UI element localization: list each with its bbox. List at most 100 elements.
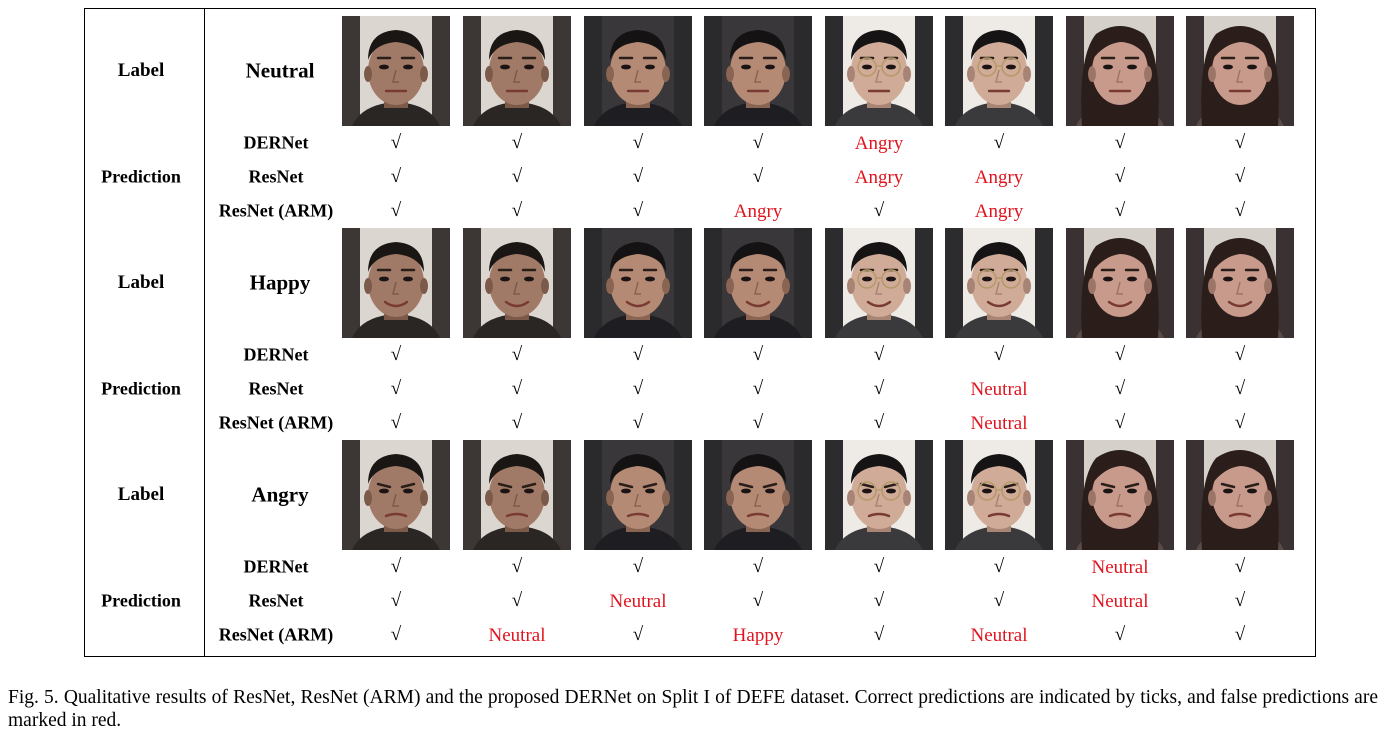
correct-tick: √ [511, 132, 523, 153]
correct-tick: √ [390, 590, 402, 611]
correct-tick: √ [752, 412, 764, 433]
face-image [945, 440, 1053, 550]
correct-tick: √ [1114, 166, 1126, 187]
correct-tick: √ [1114, 412, 1126, 433]
wrong-prediction: Angry [854, 167, 904, 188]
correct-tick: √ [1234, 590, 1246, 611]
correct-tick: √ [390, 624, 402, 645]
face-image [1186, 16, 1294, 126]
correct-tick: √ [1234, 412, 1246, 433]
face-image [945, 16, 1053, 126]
correct-tick: √ [752, 166, 764, 187]
correct-tick: √ [390, 166, 402, 187]
emotion-label: Neutral [245, 58, 315, 83]
correct-tick: √ [1234, 624, 1246, 645]
face-image [945, 228, 1053, 338]
correct-tick: √ [873, 590, 885, 611]
face-image [825, 228, 933, 338]
figure-caption: Fig. 5. Qualitative results of ResNet, R… [8, 687, 1378, 731]
correct-tick: √ [993, 590, 1005, 611]
correct-tick: √ [390, 378, 402, 399]
correct-tick: √ [873, 200, 885, 221]
model-name: DERNet [243, 132, 309, 153]
correct-tick: √ [752, 590, 764, 611]
correct-tick: √ [390, 344, 402, 365]
prediction-heading: Prediction [101, 590, 181, 611]
correct-tick: √ [1114, 200, 1126, 221]
model-name: ResNet (ARM) [218, 412, 334, 433]
wrong-prediction: Neutral [488, 625, 546, 646]
face-image [1066, 440, 1174, 550]
model-name: DERNet [243, 344, 309, 365]
emotion-label: Happy [249, 270, 311, 295]
correct-tick: √ [873, 378, 885, 399]
correct-tick: √ [752, 344, 764, 365]
correct-tick: √ [632, 132, 644, 153]
wrong-prediction: Happy [732, 625, 784, 646]
correct-tick: √ [511, 412, 523, 433]
face-image [584, 228, 692, 338]
correct-tick: √ [1114, 624, 1126, 645]
correct-tick: √ [1234, 378, 1246, 399]
label-heading: Label [117, 484, 165, 505]
correct-tick: √ [1234, 556, 1246, 577]
wrong-prediction: Neutral [970, 625, 1028, 646]
model-name: ResNet (ARM) [218, 624, 334, 645]
correct-tick: √ [511, 166, 523, 187]
correct-tick: √ [390, 132, 402, 153]
face-image [342, 16, 450, 126]
correct-tick: √ [1234, 344, 1246, 365]
correct-tick: √ [390, 412, 402, 433]
label-heading: Label [117, 272, 165, 293]
correct-tick: √ [1114, 132, 1126, 153]
face-image [1186, 440, 1294, 550]
face-image [342, 228, 450, 338]
correct-tick: √ [511, 344, 523, 365]
face-image [1066, 16, 1174, 126]
face-image [463, 228, 571, 338]
correct-tick: √ [1234, 166, 1246, 187]
correct-tick: √ [752, 556, 764, 577]
correct-tick: √ [632, 166, 644, 187]
correct-tick: √ [993, 344, 1005, 365]
face-image [584, 440, 692, 550]
correct-tick: √ [993, 132, 1005, 153]
correct-tick: √ [752, 132, 764, 153]
correct-tick: √ [1234, 200, 1246, 221]
face-image [704, 228, 812, 338]
wrong-prediction: Angry [733, 201, 783, 222]
results-figure-frame [84, 8, 1316, 657]
correct-tick: √ [873, 412, 885, 433]
figure-column-divider [204, 8, 205, 657]
model-name: ResNet (ARM) [218, 200, 334, 221]
face-image [704, 440, 812, 550]
correct-tick: √ [873, 624, 885, 645]
correct-tick: √ [632, 344, 644, 365]
correct-tick: √ [511, 556, 523, 577]
model-name: ResNet [248, 166, 304, 187]
model-name: ResNet [248, 378, 304, 399]
prediction-heading: Prediction [101, 166, 181, 187]
correct-tick: √ [1114, 378, 1126, 399]
correct-tick: √ [511, 200, 523, 221]
correct-tick: √ [511, 590, 523, 611]
wrong-prediction: Neutral [1091, 591, 1149, 612]
prediction-heading: Prediction [101, 378, 181, 399]
label-heading: Label [117, 60, 165, 81]
face-image [463, 440, 571, 550]
correct-tick: √ [632, 200, 644, 221]
wrong-prediction: Angry [974, 167, 1024, 188]
wrong-prediction: Neutral [970, 413, 1028, 434]
face-image [825, 440, 933, 550]
correct-tick: √ [1234, 132, 1246, 153]
face-image [1066, 228, 1174, 338]
face-image [342, 440, 450, 550]
model-name: DERNet [243, 556, 309, 577]
face-image [463, 16, 571, 126]
wrong-prediction: Angry [854, 133, 904, 154]
face-image [1186, 228, 1294, 338]
correct-tick: √ [390, 556, 402, 577]
correct-tick: √ [873, 556, 885, 577]
correct-tick: √ [632, 624, 644, 645]
correct-tick: √ [1114, 344, 1126, 365]
